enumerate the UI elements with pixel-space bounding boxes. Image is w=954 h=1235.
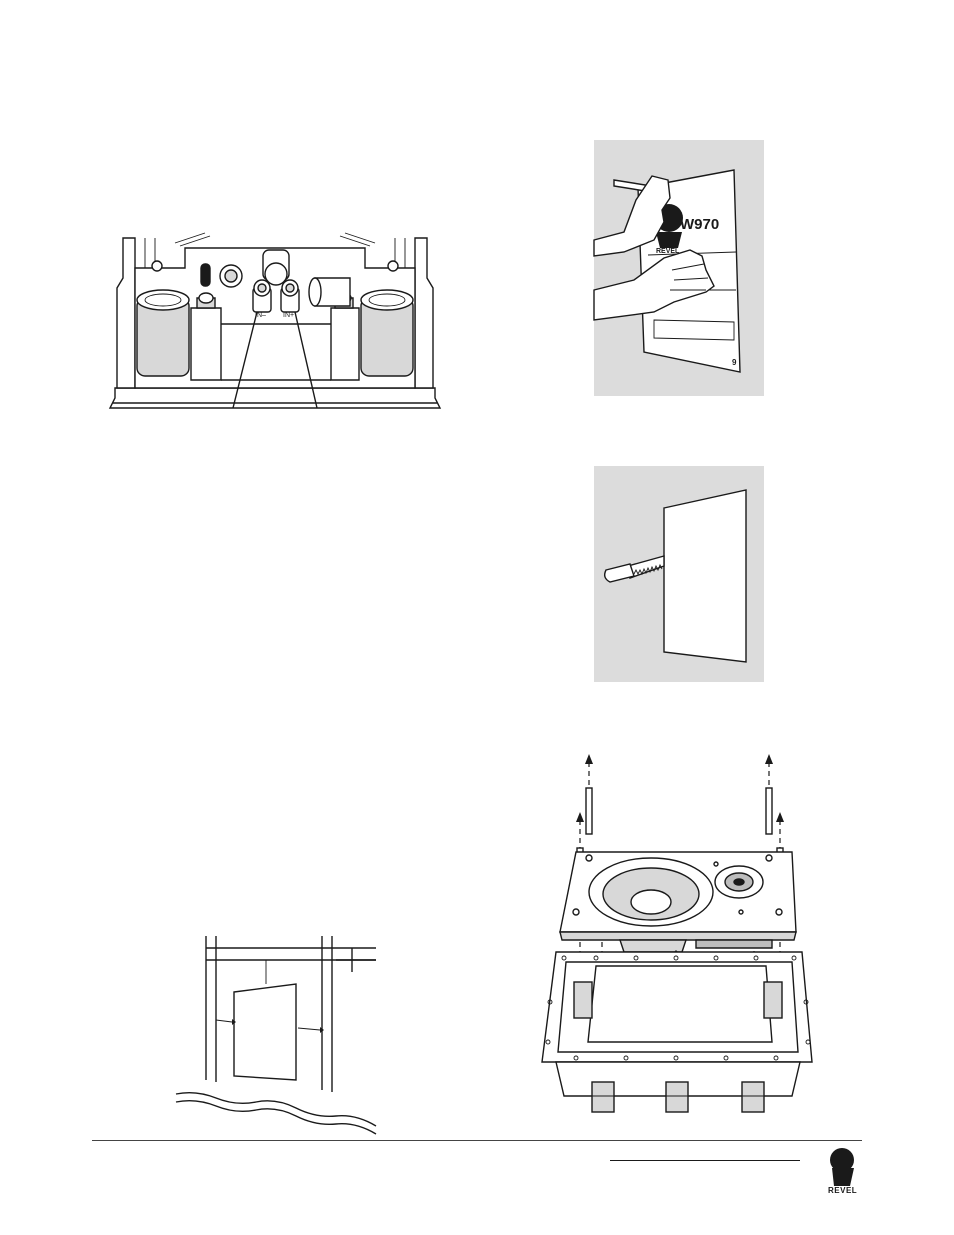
speaker-exploded-figure (536, 752, 822, 1124)
drywall-cutting-figure (594, 466, 764, 682)
terminal-label-negative: IN– (255, 312, 266, 319)
terminal-figure: IN– IN+ (105, 228, 445, 428)
template-page-mark: 9 (732, 358, 736, 367)
stud-wall-figure (176, 930, 382, 1136)
template-brand-label: REVEL (656, 248, 679, 255)
template-tracing-figure: W970 REVEL 9 (594, 140, 764, 396)
footer-short-rule (610, 1160, 800, 1161)
revel-logo: REVEL (826, 1146, 866, 1196)
footer-rule (92, 1140, 862, 1141)
template-model-label: W970 (680, 216, 719, 233)
terminal-label-positive: IN+ (283, 312, 294, 319)
revel-logo-text: REVEL (828, 1186, 857, 1195)
